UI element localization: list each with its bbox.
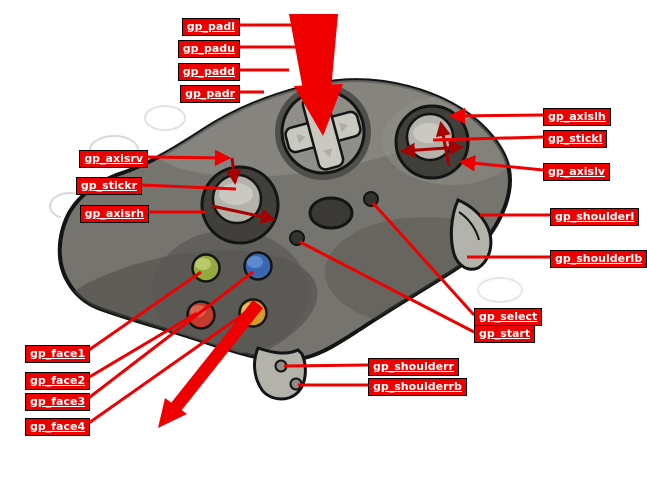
right-shoulder-buttons: [253, 346, 307, 401]
axisrh-arrow-icon: [211, 204, 276, 224]
axislv-arrow-icon: [435, 121, 451, 167]
connector-gp_select: [371, 201, 476, 317]
connector-lines: [85, 23, 550, 427]
connector-gp_axislv: [458, 155, 544, 172]
connector-gp_stickl: [432, 135, 544, 142]
select-button: [363, 191, 379, 207]
connector-gp_face1: [85, 270, 202, 354]
connector-gp_axislh: [448, 107, 544, 125]
callout-shapes: [158, 14, 343, 428]
connector-gp_face3: [85, 270, 254, 402]
connector-gp_start: [299, 240, 475, 334]
connector-gp_shoulderr: [283, 363, 369, 368]
connector-gp_stickr: [141, 183, 237, 191]
axis-arrows: [211, 121, 464, 224]
axisrv-arrow-icon: [226, 157, 241, 185]
connector-gp_face4: [85, 309, 249, 427]
right-stick: [200, 165, 280, 245]
guide-button: [308, 196, 354, 230]
left-shoulder-buttons: [449, 198, 493, 271]
connector-gp_face2: [85, 311, 198, 381]
face-callout-band: [171, 300, 263, 411]
dpad-callout-arrow-icon: [294, 84, 343, 136]
dpad-callout-band: [289, 14, 338, 90]
face1-highlight: [195, 258, 211, 270]
axislh-arrow-icon: [400, 140, 464, 158]
face-callout-arrow-icon: [158, 398, 187, 428]
face3-highlight: [247, 256, 263, 268]
connector-gp_axisrv: [147, 149, 232, 167]
